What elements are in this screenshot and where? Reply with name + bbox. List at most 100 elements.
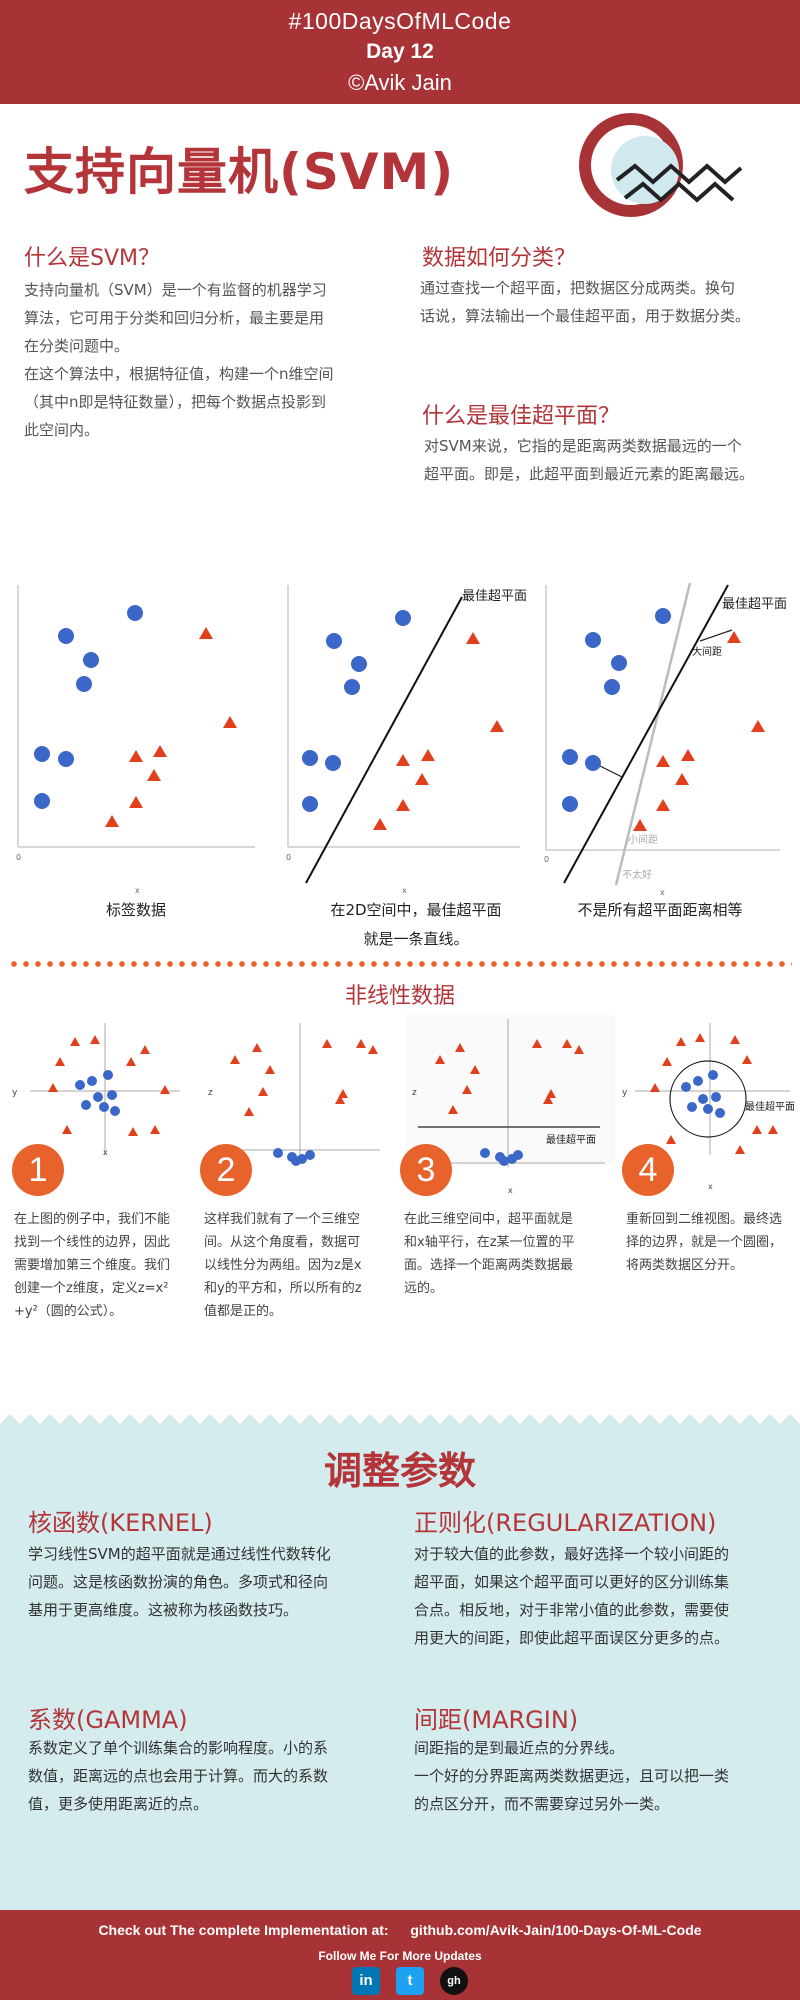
author: ©Avik Jain xyxy=(348,70,452,95)
tuning-section-bg xyxy=(0,1430,800,1910)
origin-label: 0 xyxy=(286,853,291,862)
nonlinear-diagrams: y x z x 最佳超平面 z x xyxy=(12,1015,795,1195)
text-line: 值，更多使用距离近的点。 xyxy=(28,1795,209,1813)
text-line: （其中n即是特征数量），把每个数据点投影到 xyxy=(24,393,327,411)
twitter-icon[interactable]: t xyxy=(396,1967,424,1995)
x-axis-label: x xyxy=(402,886,407,895)
text-line: 面。选择一个距离两类数据最 xyxy=(404,1258,574,1273)
text-line: 对SVM来说，它指的是距离两类数据最远的一个 xyxy=(424,437,742,455)
what-is-svm-text: 支持向量机（SVM）是一个有监督的机器学习 算法，它可用于分类和回归分析，最主要… xyxy=(24,276,384,444)
text-line: 在分类问题中。 xyxy=(24,337,130,355)
x-axis-label: x xyxy=(660,888,665,897)
panel-best-hyperplane: 0 x 最佳超平面 xyxy=(286,585,527,895)
text-line: 创建一个z维度，定义z=x² xyxy=(14,1281,169,1296)
text-line: 学习线性SVM的超平面就是通过线性代数转化 xyxy=(28,1545,331,1563)
text-line: 将两类数据区分开。 xyxy=(626,1258,744,1273)
caption-2d-hyperplane: 在2D空间中，最佳超平面 就是一条直线。 xyxy=(306,896,526,954)
day-label: Day 12 xyxy=(366,40,434,63)
text-line: 和x轴平行，在z某一位置的平 xyxy=(404,1235,575,1250)
plot-2d-nonlinear: y x xyxy=(12,1023,180,1157)
origin-label: 0 xyxy=(16,853,21,862)
best-hyperplane-text: 对SVM来说，它指的是距离两类数据最远的一个 超平面。即是，此超平面到最近元素的… xyxy=(424,432,794,488)
how-classify-title: 数据如何分类？ xyxy=(422,246,577,271)
axis-y: y xyxy=(12,1088,18,1098)
step-1-text: 在上图的例子中，我们不能 找到一个线性的边界，因此 需要增加第三个维度。我们 创… xyxy=(14,1208,194,1323)
axis-z: z xyxy=(412,1088,417,1098)
svm-logo-icon xyxy=(579,113,743,217)
text-line: 重新回到二维视图。最终选 xyxy=(626,1212,783,1227)
text-line: 通过查找一个超平面，把数据区分成两类。换句 xyxy=(420,279,736,297)
text-line: 在此三维空间中，超平面就是 xyxy=(404,1212,574,1227)
text-line: 在这个算法中，根据特征值，构建一个n维空间 xyxy=(24,365,334,383)
tuning-title: 调整参数 xyxy=(323,1449,476,1493)
github-icon[interactable]: gh xyxy=(440,1967,468,1995)
panel-labeled-data: 0 x xyxy=(16,585,255,895)
margin-text: 间距指的是到最近点的分界线。 一个好的分界距离两类数据更远，且可以把一类 的点区… xyxy=(414,1734,794,1818)
text-line: 的点区分开，而不需要穿过另外一类。 xyxy=(414,1795,670,1813)
margin-title: 间距(MARGIN) xyxy=(414,1706,579,1734)
text-line: 值都是正的。 xyxy=(204,1304,283,1319)
text-line: 问题。这是核函数扮演的角色。多项式和径向 xyxy=(28,1573,329,1591)
text-line: 支持向量机（SVM）是一个有监督的机器学习 xyxy=(24,281,327,299)
axis-x: x xyxy=(103,1148,108,1157)
linkedin-icon[interactable]: in xyxy=(352,1967,380,1995)
axis-x: x xyxy=(708,1182,713,1191)
kernel-text: 学习线性SVM的超平面就是通过线性代数转化 问题。这是核函数扮演的角色。多项式和… xyxy=(28,1540,398,1624)
kernel-title: 核函数(KERNEL) xyxy=(28,1509,213,1537)
step-2-badge: 2 xyxy=(200,1144,252,1196)
text-line: 间。从这个角度看，数据可 xyxy=(204,1235,361,1250)
caption-margins: 不是所有超平面距离相等 xyxy=(577,901,743,919)
plot-3d-view: z x xyxy=(208,1023,380,1166)
hyperplane-label: 最佳超平面 xyxy=(745,1100,795,1113)
text-line: 合点。相反地，对于非常小值的此参数，需要使 xyxy=(414,1601,730,1619)
text-line: 间距指的是到最近点的分界线。 xyxy=(414,1739,625,1757)
caption-labeled-data: 标签数据 xyxy=(105,901,166,919)
text-line: 找到一个线性的边界，因此 xyxy=(14,1235,171,1250)
text-line: 远的。 xyxy=(404,1281,444,1296)
text-line: 以线性分为两组。因为z是x xyxy=(204,1258,362,1273)
text-line: 用更大的间距，即使此超平面误区分更多的点。 xyxy=(414,1629,730,1647)
x-axis-label: x xyxy=(135,886,140,895)
text-line: 此空间内。 xyxy=(24,421,100,439)
how-classify-text: 通过查找一个超平面，把数据区分成两类。换句 话说，算法输出一个最佳超平面，用于数… xyxy=(420,274,790,330)
big-margin-label: 大间距 xyxy=(692,645,722,658)
what-is-svm-title: 什么是SVM？ xyxy=(24,246,160,271)
text-line: 算法，它可用于分类和回归分析，最主要是用 xyxy=(24,309,325,327)
not-good-label: 不太好 xyxy=(622,868,652,881)
zigzag-border xyxy=(0,1414,800,1436)
caption-line: 就是一条直线。 xyxy=(363,930,469,948)
gamma-title: 系数(GAMMA) xyxy=(28,1706,188,1734)
step-2-text: 这样我们就有了一个三维空 间。从这个角度看，数据可 以线性分为两组。因为z是x … xyxy=(204,1208,384,1323)
panel-margin-comparison: 0 x 最佳超平面 大间距 小间距 不太好 xyxy=(544,582,787,897)
text-line: 数值，距离远的点也会用于计算。而大的系数 xyxy=(28,1767,329,1785)
follow-text: Follow Me For More Updates xyxy=(318,1949,482,1963)
caption-line: 在2D空间中，最佳超平面 xyxy=(330,901,502,919)
regularization-text: 对于较大值的此参数，最好选择一个较小间距的 超平面，如果这个超平面可以更好的区分… xyxy=(414,1540,794,1652)
text-line: 超平面，如果这个超平面可以更好的区分训练集 xyxy=(414,1573,730,1591)
best-hyperplane-title: 什么是最佳超平面？ xyxy=(422,404,621,429)
plot-3d-hyperplane: 最佳超平面 z x xyxy=(405,1015,615,1195)
implementation-label: Check out The complete Implementation at… xyxy=(98,1922,389,1938)
step-3-badge: 3 xyxy=(400,1144,452,1196)
text-line: +y²（圆的公式）。 xyxy=(14,1304,123,1319)
dotted-divider xyxy=(8,960,792,968)
step-4-text: 重新回到二维视图。最终选 择的边界，就是一个圆圈， 将两类数据区分开。 xyxy=(626,1208,798,1277)
gamma-text: 系数定义了单个训练集合的影响程度。小的系 数值，距离远的点也会用于计算。而大的系… xyxy=(28,1734,398,1818)
text-line: 话说，算法输出一个最佳超平面，用于数据分类。 xyxy=(420,307,751,325)
step-1-badge: 1 xyxy=(12,1144,64,1196)
step-4-badge: 4 xyxy=(622,1144,674,1196)
nonlinear-title: 非线性数据 xyxy=(344,984,455,1009)
regularization-title: 正则化(REGULARIZATION) xyxy=(414,1509,717,1537)
text-line: 超平面。即是，此超平面到最近元素的距离最远。 xyxy=(424,465,755,483)
text-line: 一个好的分界距离两类数据更远，且可以把一类 xyxy=(414,1767,730,1785)
linear-svm-diagrams: 0 x 0 x 最佳超平面 xyxy=(16,582,787,897)
axis-y: y xyxy=(622,1088,628,1098)
repo-link[interactable]: github.com/Avik-Jain/100-Days-Of-ML-Code xyxy=(410,1922,702,1938)
step-3-text: 在此三维空间中，超平面就是 和x轴平行，在z某一位置的平 面。选择一个距离两类数… xyxy=(404,1208,594,1300)
text-line: 系数定义了单个训练集合的影响程度。小的系 xyxy=(28,1739,329,1757)
axis-x: x xyxy=(508,1186,513,1195)
text-line: 择的边界，就是一个圆圈， xyxy=(626,1235,783,1250)
text-line: 需要增加第三个维度。我们 xyxy=(14,1258,171,1273)
text-line: 和y的平方和，所以所有的z xyxy=(204,1281,362,1296)
implementation-line: Check out The complete Implementation at… xyxy=(0,1922,800,1938)
